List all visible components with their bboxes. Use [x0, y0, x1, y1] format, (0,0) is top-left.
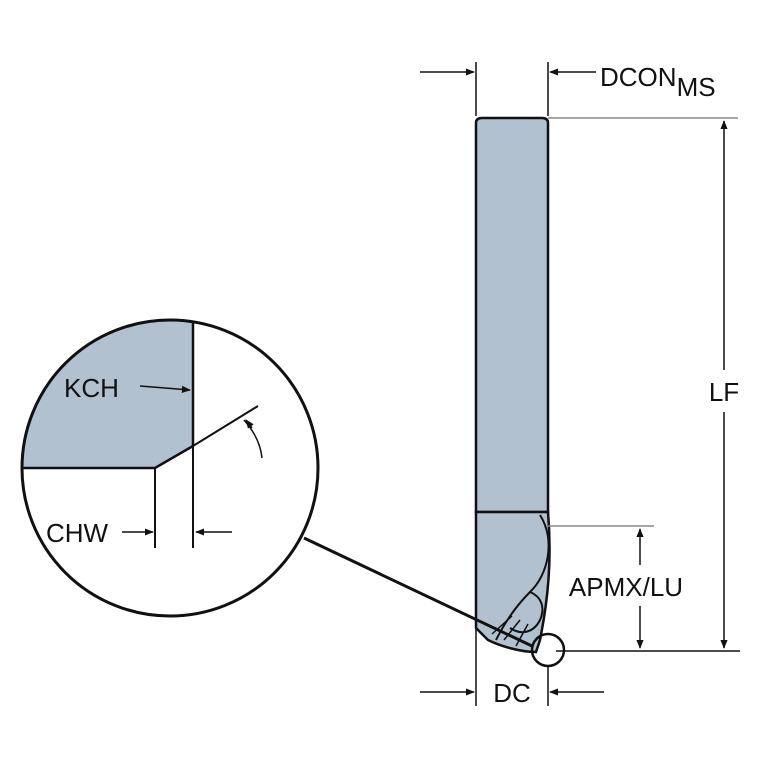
detail-leader-line: [303, 536, 533, 648]
dc-dimension: [420, 628, 604, 706]
kch-arrow: [139, 385, 191, 393]
apmx-lu-label: APMX/LU: [569, 572, 683, 602]
detail-magnifier: [20, 318, 320, 618]
tool-shank: [474, 116, 550, 514]
dcon-dimension: [420, 62, 596, 116]
dcon-label: DCONMS: [600, 62, 716, 102]
tool-neck-head: [474, 510, 551, 654]
chw-label: CHW: [46, 518, 109, 548]
lf-dimension: [548, 117, 740, 652]
dc-label: DC: [493, 678, 531, 708]
kch-label: KCH: [64, 373, 119, 403]
lf-label: LF: [709, 377, 739, 407]
apmx-lu-dimension: [548, 525, 654, 649]
